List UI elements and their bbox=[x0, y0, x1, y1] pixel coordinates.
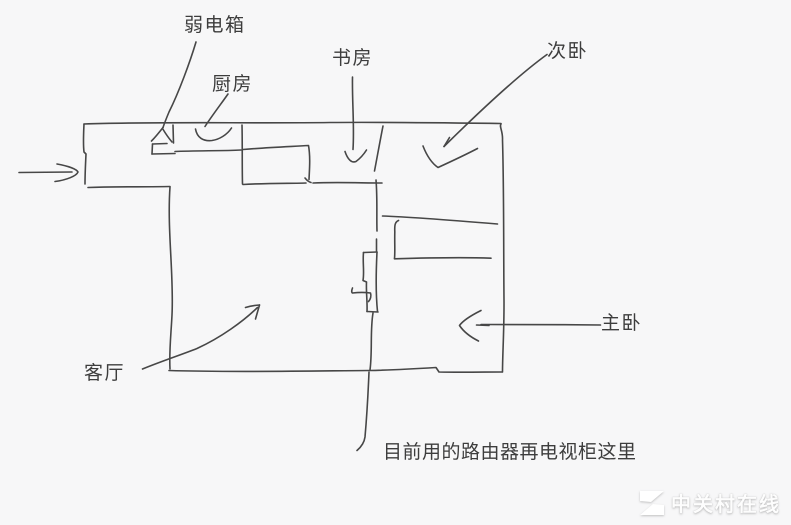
second-bedroom-check-mark bbox=[422, 145, 479, 169]
entrance-arrow-icon bbox=[18, 163, 79, 183]
router-leader bbox=[356, 371, 370, 452]
label-living-room: 客厅 bbox=[84, 362, 126, 384]
watermark-text: 中关村在线 bbox=[671, 492, 781, 516]
master-bedroom-arrowhead bbox=[458, 309, 490, 342]
central-wall bbox=[373, 125, 384, 252]
kitchen-leader bbox=[204, 93, 229, 128]
master-bedroom-leader bbox=[480, 323, 602, 326]
living-room-arrow bbox=[141, 304, 261, 370]
label-weak-box: 弱电箱 bbox=[184, 14, 246, 36]
study-leader bbox=[351, 76, 355, 151]
kitchen-check-mark bbox=[194, 127, 233, 142]
label-kitchen: 厨房 bbox=[212, 73, 254, 95]
master-bedroom-walls bbox=[381, 215, 499, 260]
weak-box-leader bbox=[150, 41, 197, 143]
zol-z-logo bbox=[640, 490, 664, 515]
label-master-bedroom: 主卧 bbox=[601, 312, 643, 334]
tv-cabinet-arrow-icon bbox=[350, 287, 372, 303]
floorplan-outline bbox=[82, 121, 505, 374]
label-second-bedroom: 次卧 bbox=[547, 40, 589, 62]
kitchen-area-outline bbox=[174, 124, 383, 186]
label-router-note: 目前用的路由器再电视柜这里 bbox=[383, 441, 637, 463]
label-study: 书房 bbox=[332, 47, 374, 69]
watermark: 中关村在线 bbox=[638, 488, 781, 517]
second-bedroom-leader bbox=[443, 53, 548, 148]
study-check-mark bbox=[344, 149, 368, 163]
weak-box-symbol bbox=[151, 124, 176, 155]
tv-cabinet-outline bbox=[362, 251, 379, 371]
